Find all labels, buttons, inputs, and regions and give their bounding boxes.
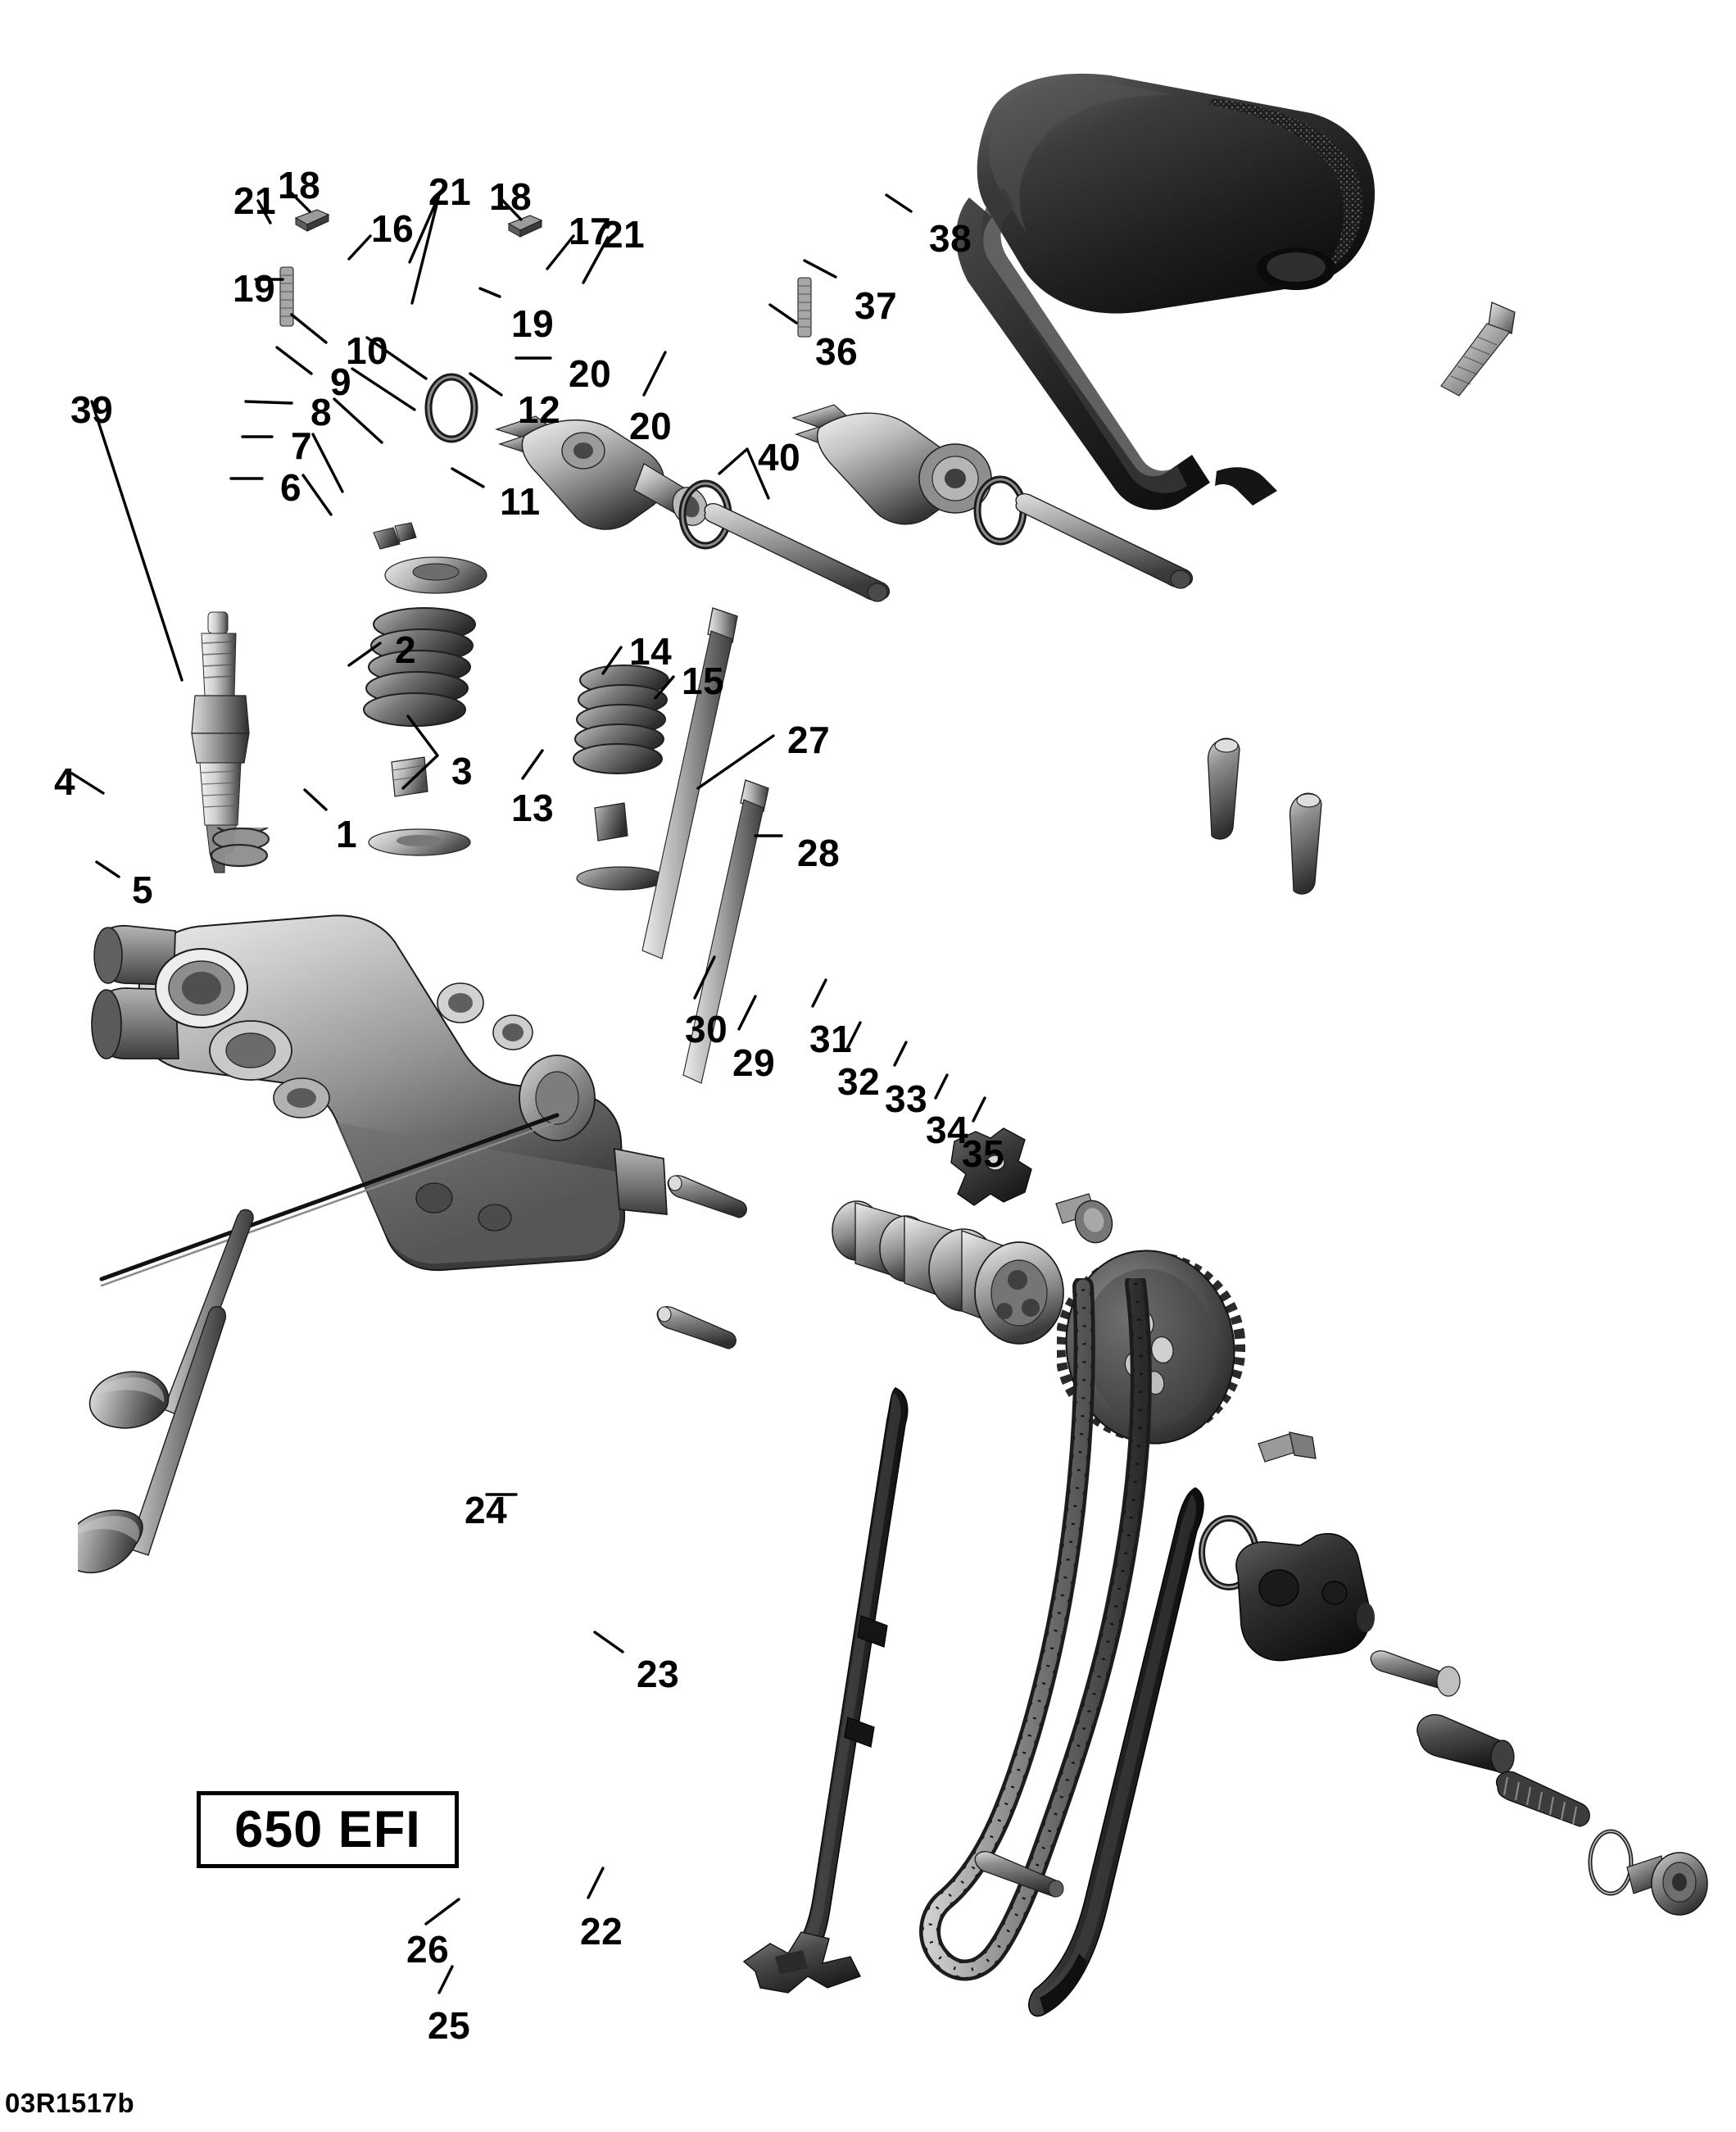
dowel-pin-art-40b [1282,791,1348,901]
lock-nut-art-1 [291,203,333,236]
tensioner-spring-rod-art [1367,1647,1473,1712]
callout-20-rocker-arm-shaft[interactable]: 20 [629,405,673,447]
camshaft-retaining-plate-art [946,1127,1053,1233]
callout-14-camshaft-retaining-plate[interactable]: 14 [629,630,673,673]
valve-spring-stack-art-2 [565,655,721,926]
callout-24-timing-chain-tensioner-guide[interactable]: 24 [465,1489,508,1531]
callout-1-cylinder-head-gasket[interactable]: 1 [336,813,358,855]
valve-spring-stack-art [360,516,582,893]
tensioner-spring-art [1491,1766,1614,1856]
callout-23-timing-chain-guide[interactable]: 23 [637,1653,680,1695]
o-ring-art-1 [422,373,481,443]
callout-9-valve-spring-retainer[interactable]: 9 [330,361,352,403]
callout-6-valve-spring-seat[interactable]: 6 [280,466,302,509]
callout-18-adjustment-screw-locknut[interactable]: 18 [278,164,321,206]
callout-21-o-ring[interactable]: 21 [428,170,472,213]
callout-5-intake-valve[interactable]: 5 [132,869,154,911]
callout-21-o-ring[interactable]: 21 [602,213,646,256]
callout-8-valve-spring[interactable]: 8 [310,391,333,433]
chain-tensioner-body-art [1225,1532,1397,1680]
callout-37-air-intake-silencer-boot[interactable]: 37 [854,284,898,327]
callout-12-cylinder-head-bolt-long[interactable]: 12 [518,388,561,431]
callout-21-o-ring[interactable]: 21 [233,179,277,222]
chain-guide-support-art [737,1917,881,2016]
callout-27-camshaft-timing-gear[interactable]: 27 [787,719,831,761]
retaining-plate-screw-art [1053,1192,1118,1258]
callout-15-retaining-plate-screw[interactable]: 15 [682,660,725,702]
callout-38-intake-boot-screw[interactable]: 38 [929,217,972,260]
callout-36-air-intake-boot-clamp[interactable]: 36 [815,330,859,373]
callout-3-dowel-pin[interactable]: 3 [451,750,474,792]
callout-28-timing-gear-bolt[interactable]: 28 [797,832,841,874]
callout-20-rocker-arm-shaft[interactable]: 20 [569,352,612,395]
dowel-pin-art-40a [1200,736,1266,846]
rocker-shaft-art-2 [1012,492,1200,598]
callout-19-adjustment-screw[interactable]: 19 [511,302,555,345]
timing-gear-bolt-art [1253,1422,1327,1475]
callout-29-chain-tensioner-body[interactable]: 29 [732,1041,776,1084]
model-badge-text: 650 EFI [234,1801,421,1858]
callout-26-timing-chain[interactable]: 26 [406,1928,450,1971]
figure-code: 03R1517b [5,2088,135,2118]
callout-25-chain-guide-support[interactable]: 25 [428,2004,471,2047]
cylinder-head-art [90,810,696,1303]
head-bolt-long-art [631,606,762,967]
callout-2-cylinder-head[interactable]: 2 [395,628,417,671]
adjustment-screw-art-2 [791,274,818,342]
callout-4-exhaust-valve[interactable]: 4 [54,760,76,803]
callout-34-tensioner-cap-o-ring[interactable]: 34 [926,1109,969,1151]
callout-19-adjustment-screw[interactable]: 19 [233,267,276,310]
camshaft-art [827,1188,1081,1393]
camshaft-timing-gear-art [1054,1245,1246,1450]
dowel-pin-art-3b [651,1303,741,1360]
tensioner-cap-o-ring-art [1580,1823,1642,1902]
callout-31-tensioner-spring-rod[interactable]: 31 [809,1018,853,1060]
callout-40-cylinder-dowel-pin[interactable]: 40 [758,436,801,479]
dowel-pin-art-3a [662,1172,752,1229]
intake-valve-art [62,1303,291,1696]
callout-18-adjustment-screw-locknut[interactable]: 18 [489,175,533,218]
callout-16-rocker-arm-assembly-intake[interactable]: 16 [371,207,415,250]
tensioner-plunger-art [1409,1704,1532,1803]
callout-13-camshaft[interactable]: 13 [511,787,555,829]
callout-39-spark-plug[interactable]: 39 [70,388,114,431]
intake-boot-clamp-art [946,184,1356,512]
cylinder-head-gasket-art [98,1110,582,1299]
model-badge: 650 EFI [197,1791,459,1868]
chain-guide-pin-art [971,1848,1069,1905]
timing-chain-guide-art [1028,1483,1217,2040]
callout-11-cylinder-head-bolt-short[interactable]: 11 [500,480,541,523]
callout-32-tensioner-plunger[interactable]: 32 [837,1060,881,1103]
timing-chain-art [901,1272,1229,2016]
rocker-arm-intake-art [492,393,729,557]
adjustment-screw-art-1 [273,264,301,331]
callout-22-chain-guide-pin[interactable]: 22 [580,1910,623,1953]
callout-10-valve-cotter-half[interactable]: 10 [346,329,389,372]
callout-35-tensioner-cap-screw[interactable]: 35 [962,1132,1005,1175]
callout-17-rocker-arm-assembly-exhaust[interactable]: 17 [569,210,612,252]
intake-boot-screw-art [1430,297,1528,404]
callout-7-valve-stem-seal[interactable]: 7 [291,424,313,467]
callout-30-tensioner-o-ring[interactable]: 30 [685,1008,728,1050]
intake-silencer-boot-art [967,66,1401,336]
lock-nut-art-2 [504,209,546,242]
callout-33-tensioner-spring[interactable]: 33 [885,1077,928,1120]
rocker-shaft-art-1 [700,501,897,612]
tensioner-cap-screw-art [1622,1839,1720,1934]
